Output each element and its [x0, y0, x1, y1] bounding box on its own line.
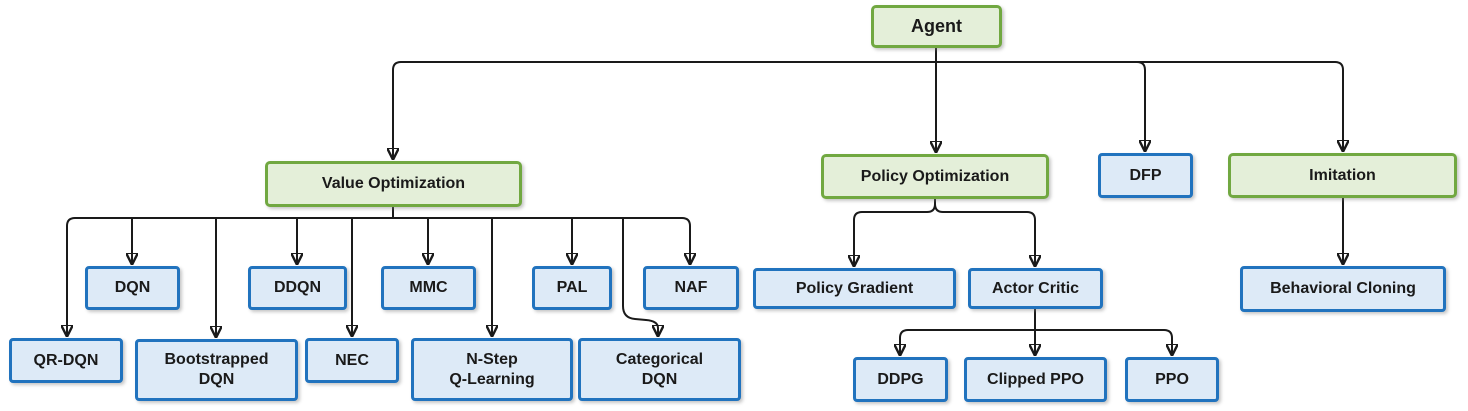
- node-actor-critic: Actor Critic: [968, 268, 1103, 309]
- node-policy-gradient-label: Policy Gradient: [795, 279, 914, 297]
- node-ddpg-label: DDPG: [877, 370, 924, 388]
- node-policy-optimization-label: Policy Optimization: [860, 167, 1010, 185]
- edge-vo-qr-dqn: [67, 217, 393, 335]
- node-dfp-label: DFP: [1129, 166, 1162, 184]
- node-policy-optimization: Policy Optimization: [821, 154, 1049, 199]
- node-clipped-ppo: Clipped PPO: [964, 357, 1107, 402]
- node-nec: NEC: [305, 338, 399, 383]
- node-naf-label: NAF: [674, 279, 708, 296]
- node-dqn-label: DQN: [114, 279, 151, 296]
- node-mmc: MMC: [381, 266, 476, 310]
- node-categorical-dqn: Categorical DQN: [578, 338, 741, 401]
- edge-vo-naf: [393, 217, 690, 263]
- node-ddqn: DDQN: [248, 266, 347, 310]
- node-naf: NAF: [643, 266, 739, 310]
- node-pal-label: PAL: [556, 279, 588, 296]
- node-ddpg: DDPG: [853, 357, 948, 402]
- node-value-optimization-label: Value Optimization: [321, 175, 466, 192]
- node-dqn: DQN: [85, 266, 180, 310]
- node-policy-gradient: Policy Gradient: [753, 268, 956, 309]
- node-ppo-label: PPO: [1155, 370, 1189, 388]
- node-clipped-ppo-label: Clipped PPO: [987, 370, 1084, 388]
- edge-agent-dfp: [936, 61, 1145, 150]
- edge-agent-value-optimization: [393, 61, 936, 158]
- node-value-optimization: Value Optimization: [265, 161, 522, 207]
- node-behavioral-cloning: Behavioral Cloning: [1240, 266, 1446, 312]
- node-behavioral-cloning-label: Behavioral Cloning: [1270, 280, 1416, 297]
- edge-agent-imitation: [936, 61, 1343, 150]
- edge-po-policy-gradient: [854, 199, 936, 265]
- edge-po-actor-critic: [934, 199, 1035, 265]
- edge-ac-ddpg: [900, 329, 1035, 354]
- node-categorical-dqn-label: Categorical DQN: [615, 350, 704, 388]
- edge-ac-ppo: [1035, 329, 1172, 354]
- node-agent-label: Agent: [911, 16, 962, 37]
- node-qr-dqn: QR-DQN: [9, 338, 123, 383]
- node-pal: PAL: [532, 266, 612, 310]
- node-ppo: PPO: [1125, 357, 1219, 402]
- node-mmc-label: MMC: [409, 279, 448, 296]
- node-dfp: DFP: [1098, 153, 1193, 198]
- node-actor-critic-label: Actor Critic: [991, 279, 1080, 297]
- node-ddqn-label: DDQN: [273, 279, 322, 296]
- node-qr-dqn-label: QR-DQN: [33, 351, 99, 369]
- node-n-step-q-learning: N-Step Q-Learning: [411, 338, 573, 401]
- node-imitation: Imitation: [1228, 153, 1457, 198]
- node-nec-label: NEC: [335, 351, 369, 369]
- node-bootstrapped-dqn-label: Bootstrapped DQN: [164, 351, 269, 388]
- edge-vo-categorical-dqn: [622, 218, 658, 335]
- node-imitation-label: Imitation: [1309, 166, 1376, 184]
- node-agent: Agent: [871, 5, 1002, 48]
- node-bootstrapped-dqn: Bootstrapped DQN: [135, 339, 298, 401]
- node-n-step-q-learning-label: N-Step Q-Learning: [449, 350, 535, 388]
